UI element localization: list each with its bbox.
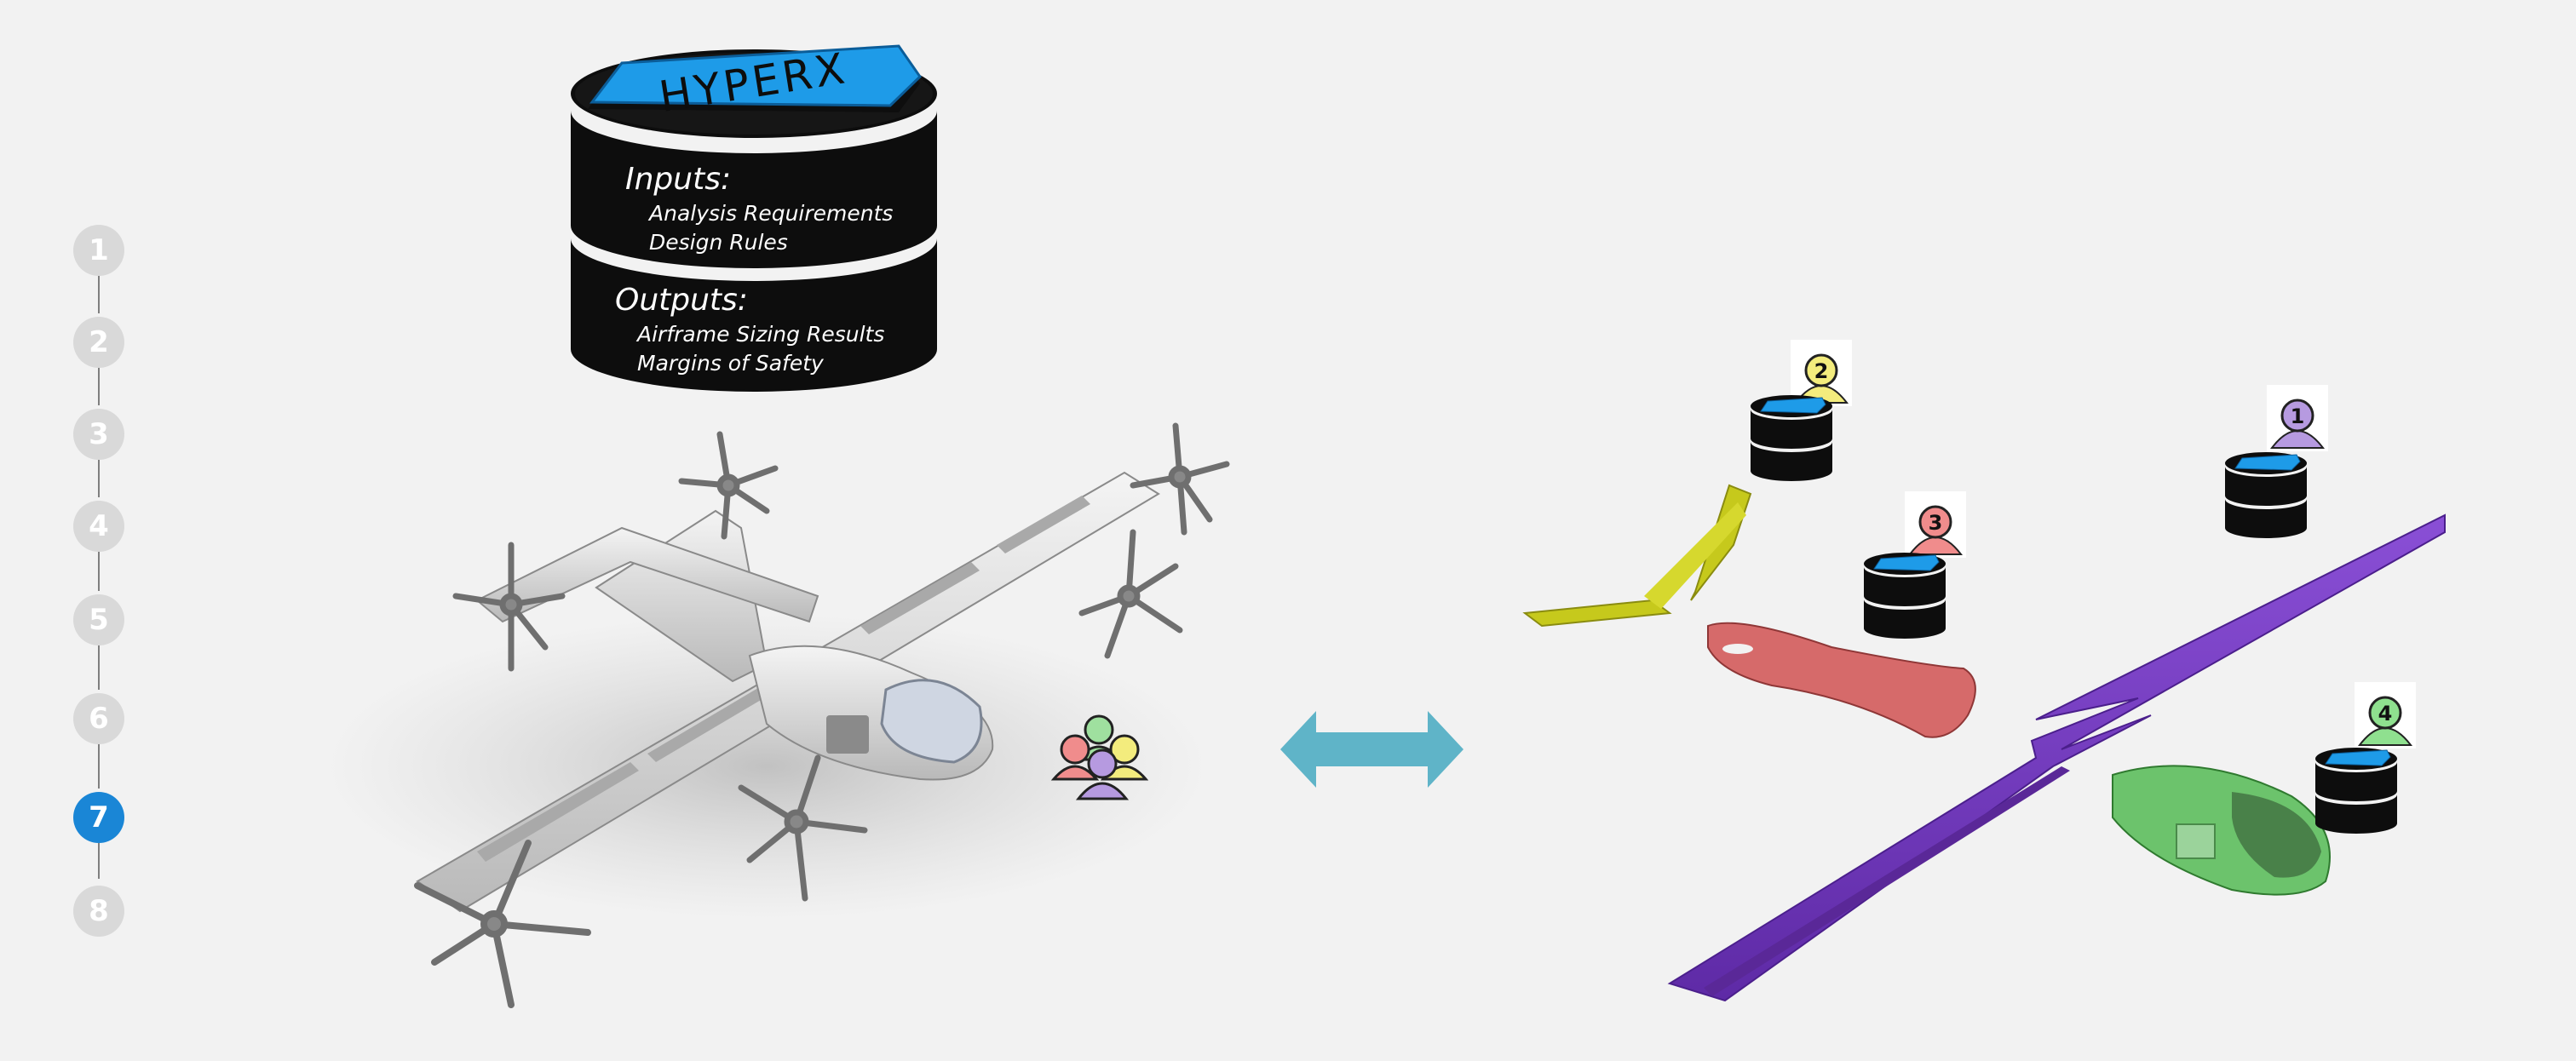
inputs-heading: Inputs: — [625, 162, 732, 197]
person-head-icon — [2368, 696, 2402, 730]
component-number-label: 1 — [2291, 404, 2305, 428]
step-1[interactable]: 1 — [73, 225, 124, 276]
input-item: Design Rules — [649, 230, 788, 255]
output-item: Margins of Safety — [637, 351, 824, 376]
component-number-label: 4 — [2378, 702, 2393, 725]
step-connector — [98, 368, 100, 405]
rotor — [1130, 422, 1230, 536]
step-2[interactable]: 2 — [73, 317, 124, 368]
step-8[interactable]: 8 — [73, 886, 124, 937]
step-connector — [98, 276, 100, 313]
evtol-aircraft — [324, 422, 1230, 1008]
person-head-icon — [2280, 399, 2314, 433]
step-navigation: 1 2 3 4 5 6 7 8 — [0, 0, 204, 1061]
step-5[interactable]: 5 — [73, 594, 124, 645]
rotor — [1078, 529, 1183, 659]
double-arrow-icon — [1280, 711, 1463, 788]
input-item: Analysis Requirements — [649, 201, 894, 226]
cockpit-window — [880, 679, 983, 764]
cockpit-component — [2112, 765, 2331, 896]
people-group-icon — [1050, 714, 1149, 800]
hyperx-database: HYPERX Inputs: Analysis Requirements Des… — [571, 34, 937, 400]
mini-database-icon — [1751, 395, 1832, 481]
tail-component — [1522, 484, 1752, 628]
step-connector — [98, 460, 100, 497]
component-number-label: 3 — [1929, 511, 1943, 535]
step-4[interactable]: 4 — [73, 501, 124, 552]
step-connector — [98, 645, 100, 690]
step-connector — [98, 744, 100, 789]
person-head-icon — [1804, 353, 1838, 387]
outputs-heading: Outputs: — [615, 283, 748, 318]
hyperx-logo: HYPERX — [588, 43, 922, 122]
output-item: Airframe Sizing Results — [637, 322, 885, 347]
mini-database-icon — [2315, 748, 2397, 834]
step-connector — [98, 552, 100, 591]
rotor — [738, 754, 868, 902]
step-6[interactable]: 6 — [73, 693, 124, 744]
rotor — [452, 542, 566, 672]
component-number-label: 2 — [1814, 359, 1829, 383]
mini-database-icon — [1864, 553, 1946, 639]
rotor — [678, 431, 779, 540]
person-head-icon — [1918, 505, 1952, 539]
rotor — [414, 840, 591, 1008]
step-7-active[interactable]: 7 — [73, 792, 124, 843]
wing-component — [1667, 513, 2446, 1002]
fuselage-component — [1707, 622, 1976, 738]
mini-database-icon — [2225, 452, 2307, 538]
step-3[interactable]: 3 — [73, 409, 124, 460]
database-icon: HYPERX — [571, 43, 937, 392]
step-connector — [98, 843, 100, 879]
